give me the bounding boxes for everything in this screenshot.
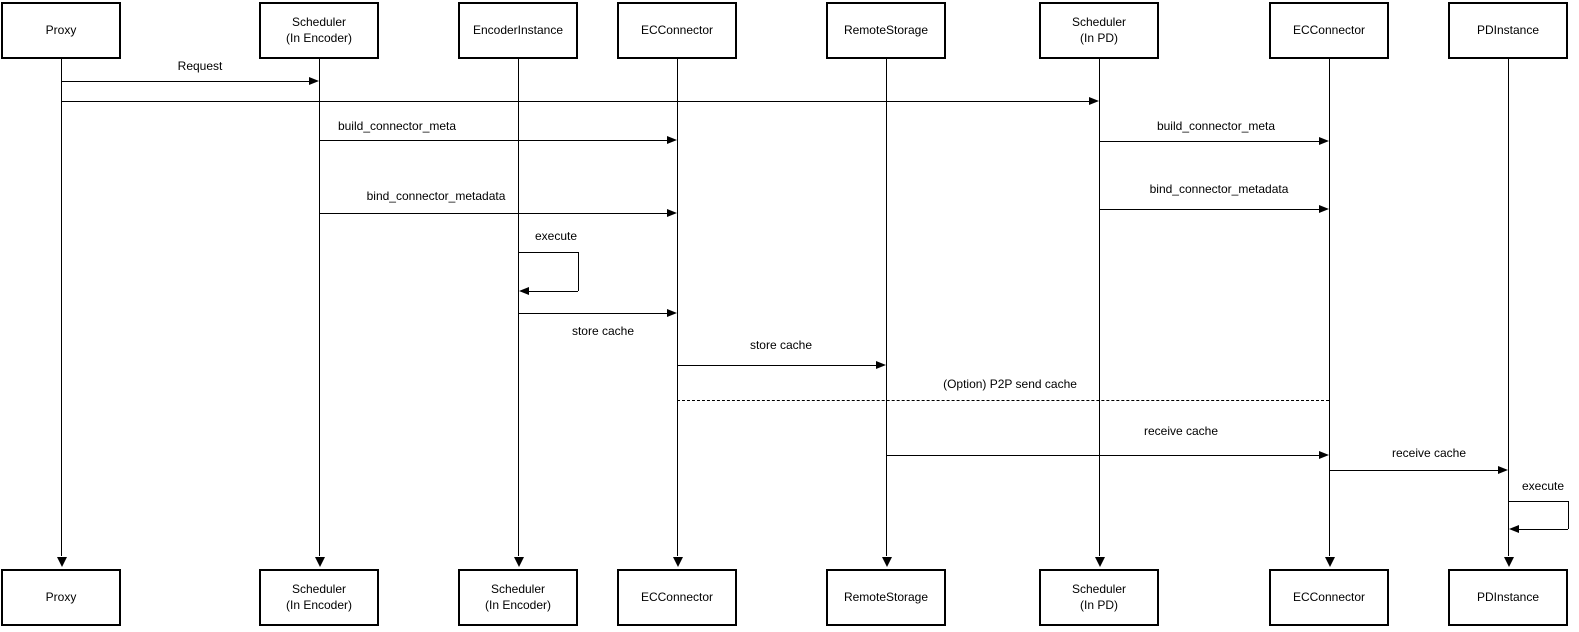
message-label-build-connector-meta-encoder: build_connector_meta [335, 119, 459, 133]
lifeline-encoder-instance [518, 58, 519, 556]
message-selfloop-side-execute-pd-instance [1568, 501, 1569, 529]
participant-bottom-label-ec-connector-encoder-side: ECConnector [640, 589, 714, 604]
message-label-build-connector-meta-pd: build_connector_meta [1154, 119, 1278, 133]
participant-bottom-encoder-instance: Scheduler (In Encoder) [458, 569, 578, 626]
message-arrowhead-icon-build-connector-meta-encoder [667, 136, 677, 144]
message-line-store-cache-to-ec-connector [518, 313, 667, 314]
lifeline-end-arrow-icon-pd-instance [1504, 557, 1514, 567]
message-line-receive-cache-from-storage [886, 455, 1319, 456]
message-label-p2p-send-cache-option: (Option) P2P send cache [941, 377, 1079, 391]
message-label-bind-connector-metadata-encoder: bind_connector_metadata [364, 189, 508, 203]
message-line-request [61, 81, 309, 82]
message-label-request: Request [175, 59, 225, 73]
message-line-build-connector-meta-pd [1099, 141, 1319, 142]
message-line-store-cache-to-remote-storage [677, 365, 876, 366]
participant-top-ec-connector-pd-side: ECConnector [1269, 2, 1389, 59]
participant-top-remote-storage: RemoteStorage [826, 2, 946, 59]
participant-top-label-ec-connector-pd-side: ECConnector [1292, 22, 1366, 37]
participant-top-label-scheduler-in-encoder: Scheduler (In Encoder) [285, 14, 353, 45]
participant-bottom-label-ec-connector-pd-side: ECConnector [1292, 589, 1366, 604]
message-arrowhead-icon-receive-cache-to-pd-instance [1498, 466, 1508, 474]
participant-top-label-remote-storage: RemoteStorage [843, 22, 929, 37]
participant-bottom-remote-storage: RemoteStorage [826, 569, 946, 626]
message-arrowhead-icon-execute-encoder-instance [519, 287, 529, 295]
lifeline-ec-connector-pd-side [1329, 58, 1330, 556]
lifeline-remote-storage [886, 58, 887, 556]
message-arrowhead-icon-build-connector-meta-pd [1319, 137, 1329, 145]
message-arrowhead-icon-bind-connector-metadata-encoder [667, 209, 677, 217]
participant-bottom-label-scheduler-in-encoder: Scheduler (In Encoder) [285, 581, 353, 612]
participant-bottom-label-encoder-instance: Scheduler (In Encoder) [484, 581, 552, 612]
lifeline-end-arrow-icon-scheduler-in-encoder [315, 557, 325, 567]
message-arrowhead-icon-bind-connector-metadata-pd [1319, 205, 1329, 213]
lifeline-end-arrow-icon-encoder-instance [514, 557, 524, 567]
participant-bottom-label-proxy: Proxy [45, 589, 77, 604]
participant-top-label-pd-instance: PDInstance [1476, 22, 1540, 37]
message-line-bind-connector-metadata-pd [1099, 209, 1319, 210]
participant-top-label-proxy: Proxy [45, 22, 77, 37]
lifeline-end-arrow-icon-proxy [57, 557, 67, 567]
participant-top-scheduler-in-encoder: Scheduler (In Encoder) [259, 2, 379, 59]
participant-top-pd-instance: PDInstance [1448, 2, 1568, 59]
message-arrowhead-icon-request-to-pd-scheduler [1089, 97, 1099, 105]
message-label-receive-cache-from-storage: receive cache [1141, 424, 1221, 438]
message-selfloop-side-execute-encoder-instance [578, 252, 579, 291]
message-selfloop-top-execute-pd-instance [1508, 501, 1568, 502]
message-label-store-cache-to-remote-storage: store cache [747, 338, 815, 352]
message-selfloop-bottom-execute-pd-instance [1519, 529, 1568, 530]
participant-bottom-ec-connector-encoder-side: ECConnector [617, 569, 737, 626]
message-arrowhead-icon-request [309, 77, 319, 85]
message-label-receive-cache-to-pd-instance: receive cache [1389, 446, 1469, 460]
participant-bottom-scheduler-in-encoder: Scheduler (In Encoder) [259, 569, 379, 626]
lifeline-end-arrow-icon-remote-storage [882, 557, 892, 567]
lifeline-proxy [61, 58, 62, 556]
message-line-p2p-send-cache-option [677, 400, 1329, 401]
lifeline-pd-instance [1508, 58, 1509, 556]
participant-top-label-ec-connector-encoder-side: ECConnector [640, 22, 714, 37]
lifeline-ec-connector-encoder-side [677, 58, 678, 556]
message-label-execute-encoder-instance: execute [532, 229, 580, 243]
lifeline-scheduler-in-pd [1099, 58, 1100, 556]
participant-bottom-label-pd-instance: PDInstance [1476, 589, 1540, 604]
participant-bottom-proxy: Proxy [1, 569, 121, 626]
message-label-store-cache-to-ec-connector: store cache [569, 324, 637, 338]
participant-bottom-pd-instance: PDInstance [1448, 569, 1568, 626]
message-arrowhead-icon-execute-pd-instance [1509, 525, 1519, 533]
participant-bottom-scheduler-in-pd: Scheduler (In PD) [1039, 569, 1159, 626]
lifeline-scheduler-in-encoder [319, 58, 320, 556]
lifeline-end-arrow-icon-ec-connector-pd-side [1325, 557, 1335, 567]
message-label-bind-connector-metadata-pd: bind_connector_metadata [1147, 182, 1291, 196]
participant-top-proxy: Proxy [1, 2, 121, 59]
message-arrowhead-icon-store-cache-to-remote-storage [876, 361, 886, 369]
message-line-request-to-pd-scheduler [61, 101, 1089, 102]
message-selfloop-bottom-execute-encoder-instance [529, 291, 578, 292]
participant-top-label-encoder-instance: EncoderInstance [472, 22, 564, 37]
participant-top-label-scheduler-in-pd: Scheduler (In PD) [1071, 14, 1127, 45]
message-selfloop-top-execute-encoder-instance [518, 252, 578, 253]
lifeline-end-arrow-icon-ec-connector-encoder-side [673, 557, 683, 567]
message-line-receive-cache-to-pd-instance [1329, 470, 1498, 471]
message-line-bind-connector-metadata-encoder [319, 213, 667, 214]
message-line-build-connector-meta-encoder [319, 140, 667, 141]
participant-top-ec-connector-encoder-side: ECConnector [617, 2, 737, 59]
message-arrowhead-icon-receive-cache-from-storage [1319, 451, 1329, 459]
participant-top-encoder-instance: EncoderInstance [458, 2, 578, 59]
participant-bottom-label-remote-storage: RemoteStorage [843, 589, 929, 604]
participant-bottom-ec-connector-pd-side: ECConnector [1269, 569, 1389, 626]
message-arrowhead-icon-store-cache-to-ec-connector [667, 309, 677, 317]
lifeline-end-arrow-icon-scheduler-in-pd [1095, 557, 1105, 567]
participant-bottom-label-scheduler-in-pd: Scheduler (In PD) [1071, 581, 1127, 612]
participant-top-scheduler-in-pd: Scheduler (In PD) [1039, 2, 1159, 59]
message-label-execute-pd-instance: execute [1519, 479, 1567, 493]
